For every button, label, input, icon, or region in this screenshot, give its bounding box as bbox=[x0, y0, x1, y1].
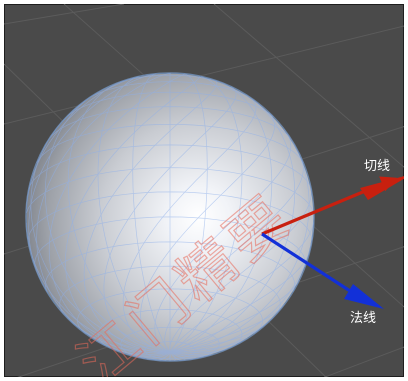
wire-line bbox=[52, 86, 171, 361]
wire-line bbox=[169, 352, 176, 361]
wire-line bbox=[169, 351, 212, 356]
wire-line bbox=[132, 73, 171, 353]
wire-line bbox=[169, 249, 311, 353]
wire-line bbox=[169, 303, 285, 353]
wire-line bbox=[59, 265, 281, 314]
wire-line bbox=[169, 337, 248, 353]
wire-line bbox=[169, 128, 310, 353]
grid-line bbox=[4, 4, 125, 25]
wire-line bbox=[83, 79, 218, 353]
scene-canvas: 江门精要 bbox=[4, 4, 408, 377]
tangent-vector[interactable] bbox=[261, 174, 408, 236]
sphere-mesh[interactable] bbox=[25, 72, 315, 362]
grid-line bbox=[213, 4, 404, 168]
wire-line bbox=[169, 351, 199, 359]
wire-line bbox=[122, 97, 257, 353]
wire-line bbox=[28, 73, 171, 359]
wire-line bbox=[140, 111, 275, 353]
wire-line bbox=[65, 75, 200, 354]
normal-label: 法线 bbox=[350, 311, 377, 326]
wire-line bbox=[164, 157, 304, 353]
wire-line bbox=[48, 73, 186, 355]
wire-line bbox=[36, 123, 304, 163]
wire-line bbox=[169, 351, 186, 361]
wire-line bbox=[169, 324, 267, 353]
wire-line bbox=[169, 80, 273, 353]
grid-line bbox=[4, 25, 404, 125]
wire-line bbox=[30, 128, 171, 353]
normal-arrowhead-icon bbox=[344, 284, 384, 309]
wire-line bbox=[97, 75, 171, 353]
wire-line bbox=[66, 91, 274, 118]
wire-line bbox=[67, 80, 171, 353]
wire-line bbox=[103, 86, 237, 353]
normal-vector[interactable] bbox=[261, 232, 384, 309]
wire-line bbox=[44, 241, 296, 293]
normal-arrow-icon bbox=[261, 232, 365, 302]
wire-line bbox=[169, 75, 243, 353]
tangent-arrowhead-icon bbox=[360, 176, 404, 200]
wire-line bbox=[26, 76, 171, 360]
wire-line bbox=[169, 348, 229, 354]
wire-line bbox=[154, 132, 292, 353]
wire-line bbox=[169, 73, 208, 353]
wire-line bbox=[36, 73, 171, 357]
grid-line bbox=[323, 346, 404, 377]
wire-line bbox=[77, 288, 263, 335]
wire-line bbox=[169, 216, 314, 353]
wire-line bbox=[169, 279, 300, 353]
wire-line bbox=[28, 144, 312, 190]
tangent-label: 切线 bbox=[364, 159, 391, 174]
